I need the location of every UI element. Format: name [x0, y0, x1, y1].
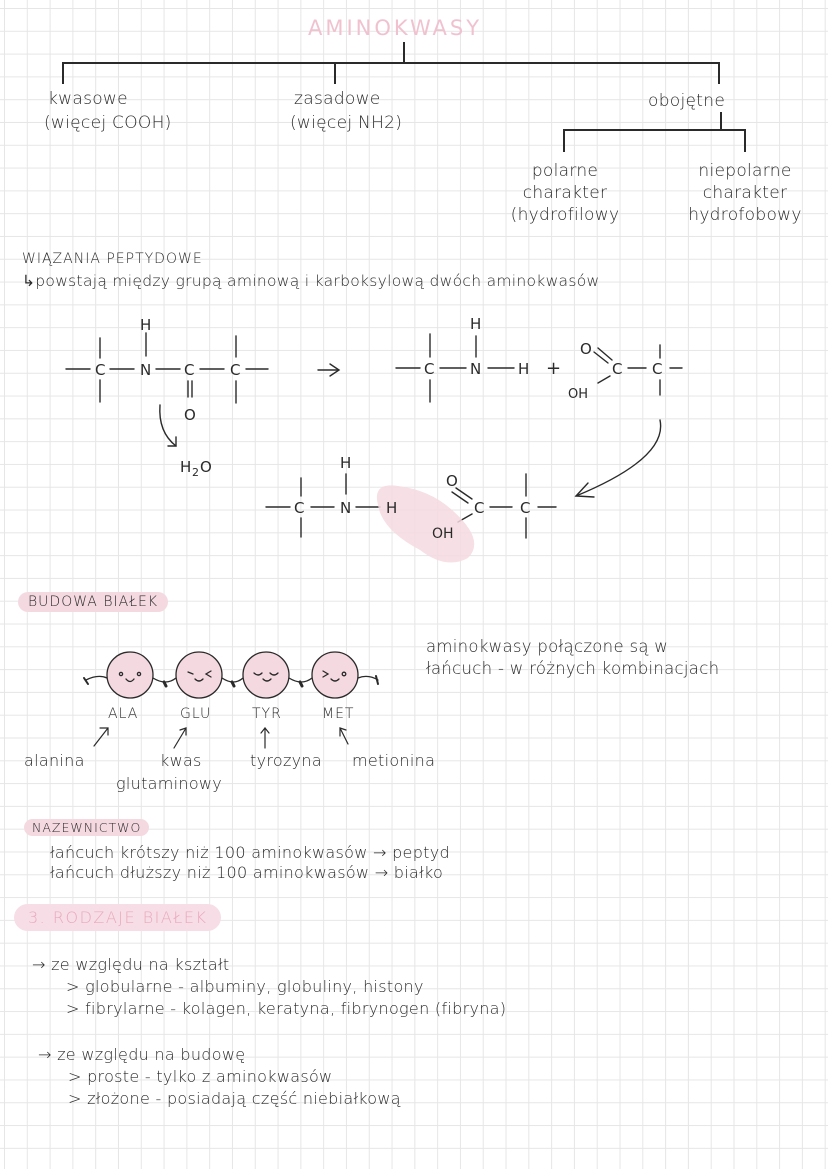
svg-text:O: O — [200, 458, 212, 476]
tree-connector — [720, 112, 722, 129]
svg-text:H: H — [140, 316, 151, 334]
structure-item-simple: > proste - tylko z aminokwasów — [68, 1067, 333, 1086]
met-bead — [311, 651, 359, 699]
svg-text:C: C — [184, 361, 194, 379]
svg-text:N: N — [140, 361, 151, 379]
nonpolar-label: niepolarne — [698, 161, 792, 181]
page-title: AMINOKWASY — [308, 16, 483, 40]
shape-item-fibrillar: > fibrylarne - kolagen, keratyna, fibryn… — [66, 999, 507, 1018]
aa-name-glutamic-line1: kwas — [160, 751, 202, 770]
peptide-bond-reaction-diagram: C H N C O C H 2 O C H N H + O C OH C C H… — [65, 315, 683, 563]
basic-detail: (więcej NH2) — [290, 113, 403, 133]
aa-code-glu: GLU — [180, 706, 212, 722]
svg-text:C: C — [294, 499, 304, 517]
tree-connector — [62, 62, 719, 64]
svg-text:O: O — [446, 472, 458, 490]
peptide-bonds-heading: WIĄZANIA PEPTYDOWE — [22, 251, 203, 267]
arrow-icon — [93, 727, 109, 747]
arrow-icon — [173, 727, 187, 749]
nomenclature-line-peptide: łańcuch krótszy niż 100 aminokwasów → pe… — [50, 843, 450, 862]
aa-code-met: MET — [322, 706, 355, 722]
svg-text:H: H — [470, 315, 481, 333]
protein-types-heading: 3. RODZAJE BIAŁEK — [14, 904, 222, 931]
aa-name-alanine: alanina — [24, 751, 85, 770]
svg-text:C: C — [424, 360, 434, 378]
amino-acid-chain-diagram — [83, 651, 379, 699]
polar-type: (hydrofilowy — [510, 205, 620, 225]
water-highlight — [376, 485, 475, 563]
aa-name-tyrosine: tyrozyna — [250, 751, 322, 770]
svg-text:C: C — [520, 499, 530, 517]
atom-c: C — [95, 361, 105, 379]
ala-bead — [106, 651, 154, 699]
acidic-label: kwasowe — [48, 89, 128, 109]
aa-pointer-arrows — [93, 727, 349, 749]
tyr-bead — [242, 651, 290, 699]
aa-code-tyr: TYR — [252, 706, 282, 722]
svg-text:C: C — [652, 360, 662, 378]
tree-connector — [563, 129, 565, 152]
shape-item-globular: > globularne - albuminy, globuliny, hist… — [66, 977, 424, 996]
polar-label: polarne — [531, 161, 599, 181]
nonpolar-type: hydrofobowy — [688, 205, 802, 225]
svg-text:H: H — [386, 499, 397, 517]
structure-item-complex: > złożone - posiadają część niebiałkową — [68, 1089, 401, 1108]
nonpolar-character: charakter — [702, 183, 788, 203]
tree-connector — [744, 129, 746, 152]
aa-name-methionine: metionina — [352, 751, 436, 770]
nomenclature-heading: NAZEWNICTWO — [24, 819, 150, 836]
polar-character: charakter — [522, 183, 608, 203]
svg-text:OH: OH — [568, 387, 588, 402]
svg-text:H: H — [518, 360, 529, 378]
tree-connector — [563, 129, 745, 131]
tree-connector — [334, 62, 336, 84]
tree-connector — [718, 62, 720, 84]
water-label: H — [180, 458, 191, 476]
glu-bead — [175, 651, 223, 699]
svg-text:OH: OH — [432, 526, 454, 542]
peptide-bonds-description: ↳powstają między grupą aminową i karboks… — [22, 272, 600, 290]
nomenclature-line-protein: łańcuch dłuższy niż 100 aminokwasów → bi… — [50, 863, 444, 882]
chain-note-line2: łańcuch - w różnych kombinacjach — [426, 659, 720, 678]
svg-text:C: C — [474, 499, 484, 517]
shape-group-title: → ze względu na kształt — [32, 955, 230, 974]
aa-name-glutamic-line2: glutaminowy — [116, 774, 223, 793]
svg-text:C: C — [230, 361, 240, 379]
svg-text:2: 2 — [192, 466, 199, 479]
svg-text:+: + — [546, 358, 561, 379]
aa-code-ala: ALA — [108, 706, 139, 722]
svg-text:C: C — [612, 360, 622, 378]
protein-structure-heading: BUDOWA BIAŁEK — [18, 592, 169, 612]
acidic-detail: (więcej COOH) — [44, 113, 172, 133]
tree-connector — [62, 62, 64, 84]
chain-note-line1: aminokwasy połączone są w — [426, 637, 669, 656]
svg-text:O: O — [580, 340, 592, 358]
tree-connector — [403, 42, 405, 62]
svg-text:O: O — [184, 406, 196, 424]
svg-text:N: N — [340, 499, 351, 517]
arrow-icon — [339, 727, 349, 745]
basic-label: zasadowe — [294, 89, 381, 109]
structure-group-title: → ze względu na budowę — [38, 1045, 246, 1064]
neutral-label: obojętne — [648, 91, 726, 111]
svg-text:N: N — [470, 360, 481, 378]
svg-text:H: H — [340, 454, 351, 472]
